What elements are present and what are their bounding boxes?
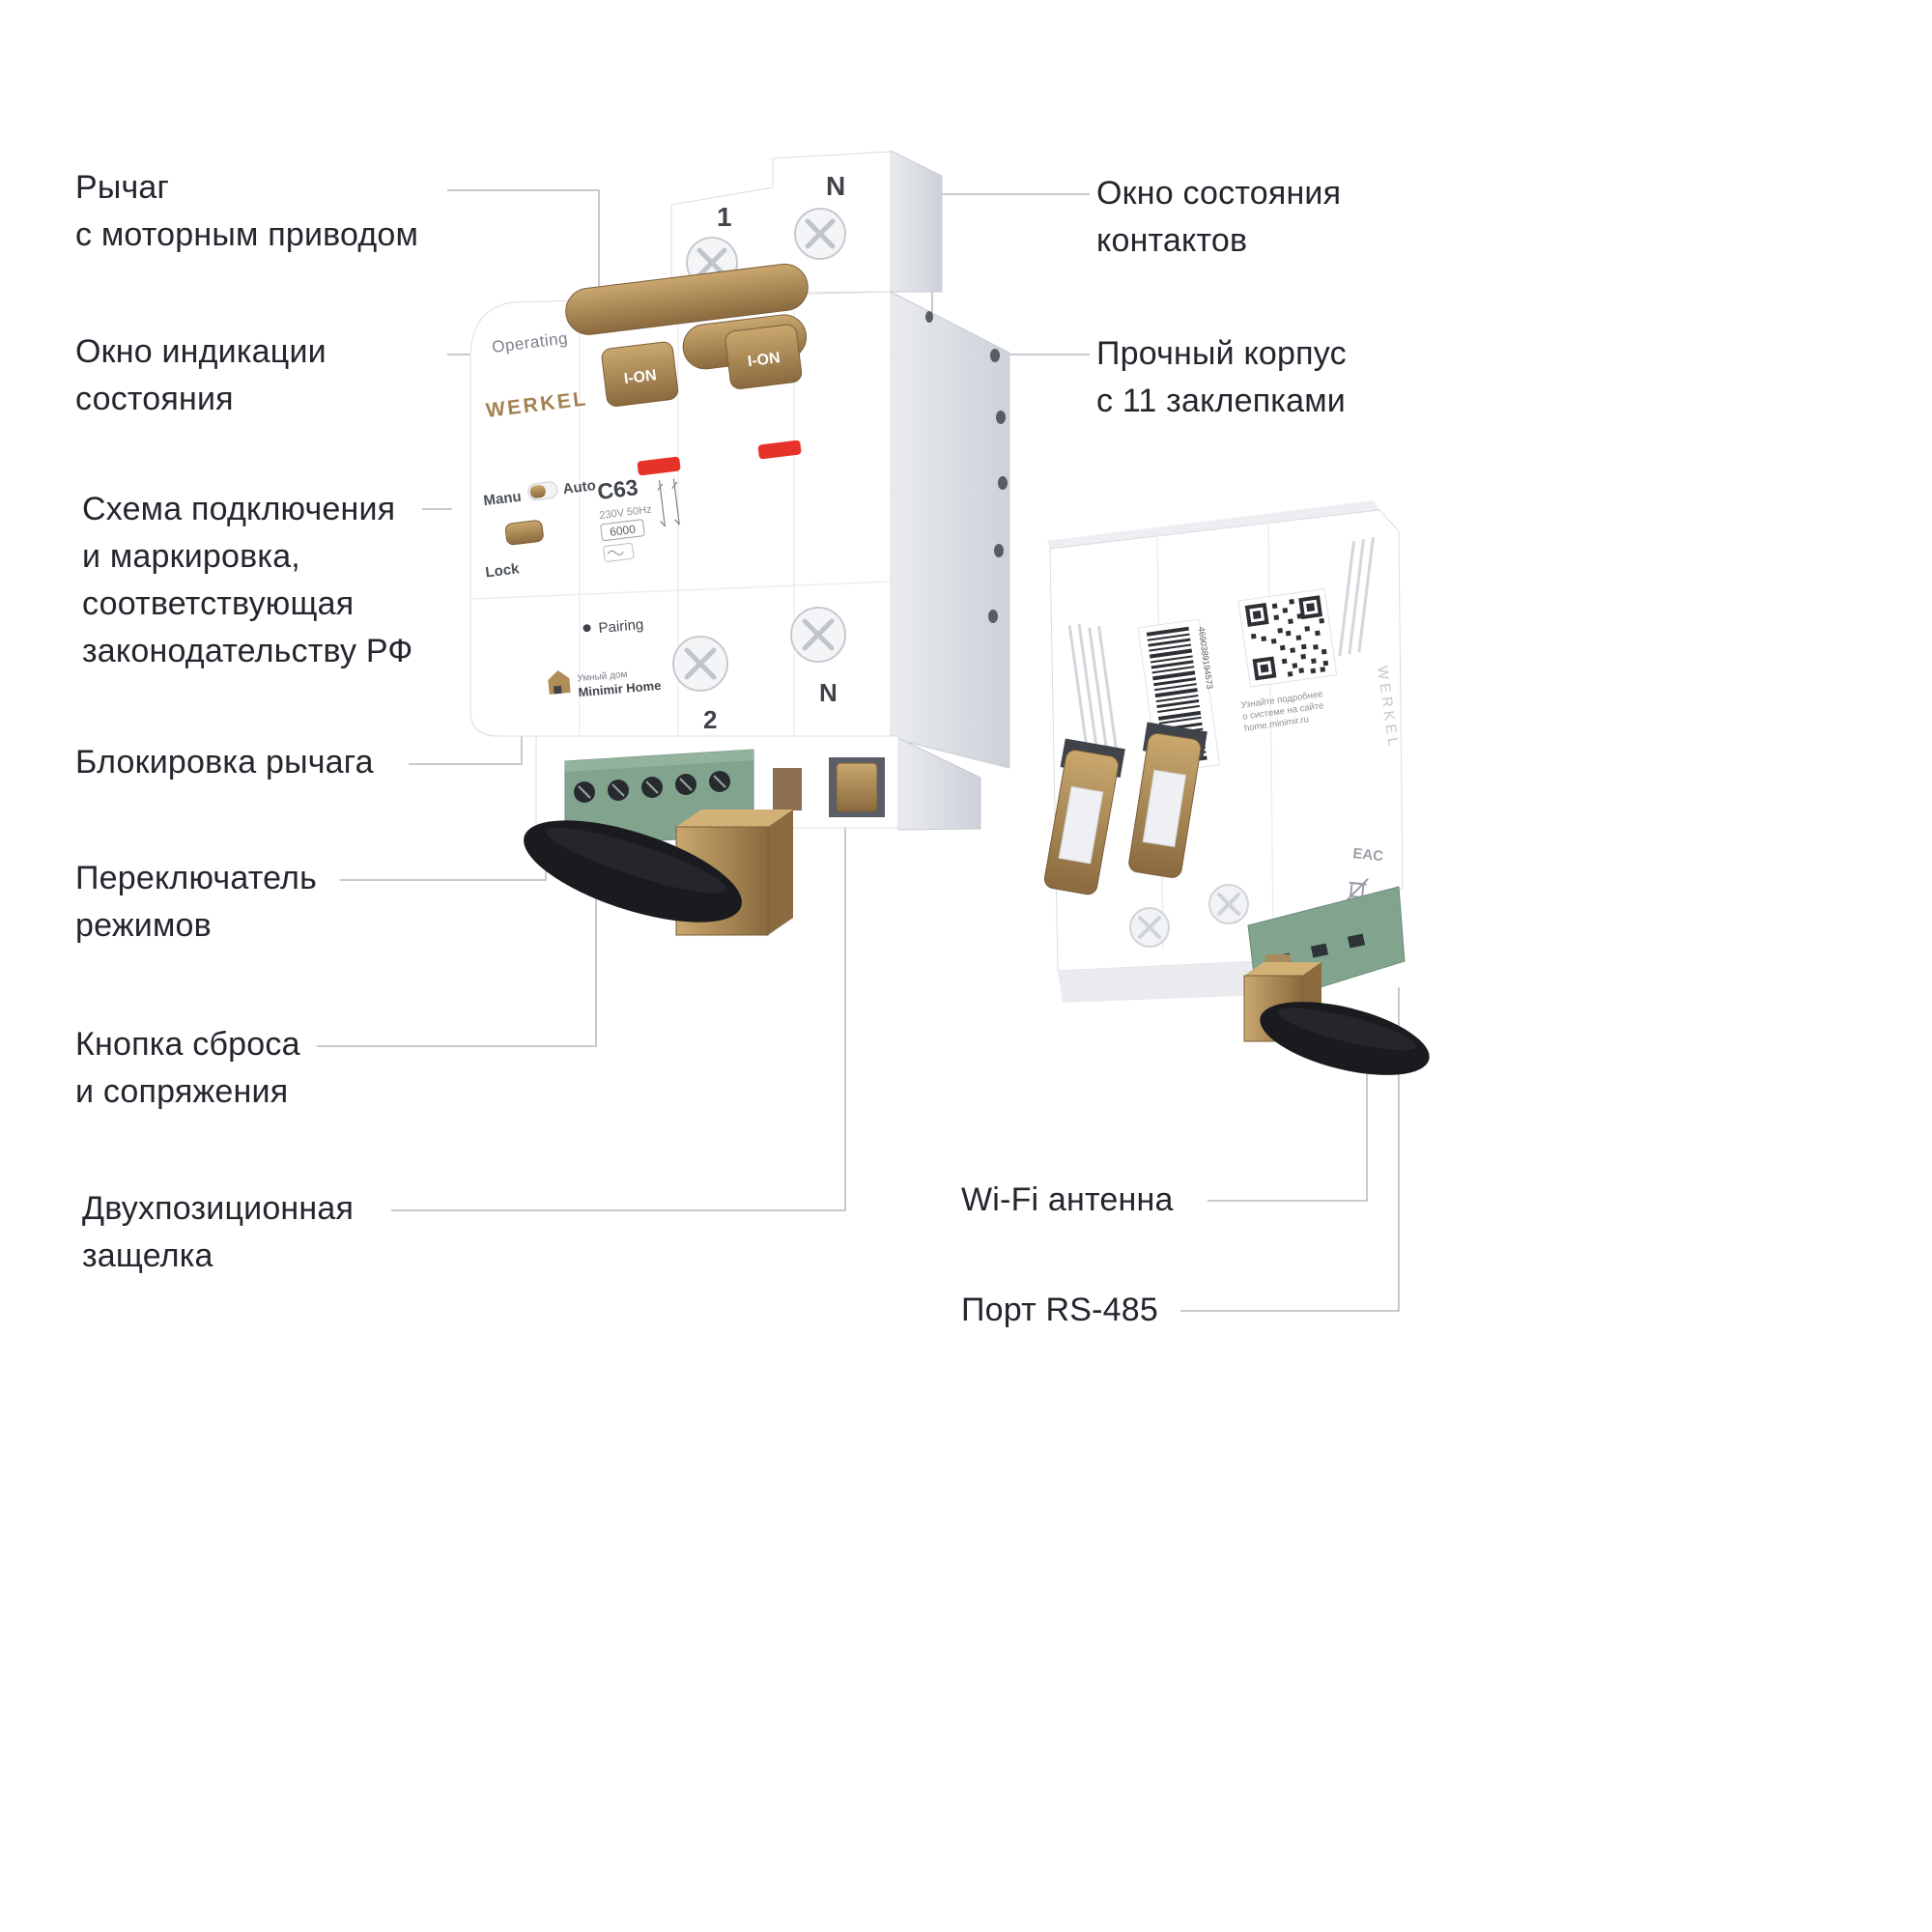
label-contact-window: Окно состояния контактов	[1096, 170, 1341, 265]
i-on-label-2: I-ON	[747, 350, 781, 370]
fine-print-left	[1067, 623, 1120, 770]
label-line: режимов	[75, 907, 212, 944]
din-clip-2	[1128, 722, 1208, 878]
label-line: с 11 заклепками	[1096, 383, 1346, 419]
bottom-screw-2	[1208, 884, 1249, 924]
label-line: Схема подключения	[82, 491, 396, 527]
label-line: Переключатель	[75, 860, 318, 896]
i-on-label-1: I-ON	[623, 367, 658, 387]
red-indicator-window-2	[757, 440, 802, 460]
housing-bottom-face	[1058, 961, 1265, 1003]
label-line: Кнопка сброса	[75, 1026, 300, 1063]
i-on-lever-1: I-ON	[601, 341, 679, 407]
label-line: защелка	[82, 1237, 213, 1274]
wifi-antenna	[1260, 1002, 1430, 1075]
terminal-screw-bottom-n	[790, 607, 846, 663]
red-indicator-window-1	[637, 456, 681, 476]
label-line: Блокировка рычага	[75, 744, 374, 781]
label-rugged-housing: Прочный корпус с 11 заклепками	[1096, 330, 1347, 425]
label-two-position-latch: Двухпозиционная защелка	[82, 1185, 354, 1280]
poleN-bottom-label: N	[819, 678, 838, 707]
din-clip-1	[1043, 738, 1125, 895]
minimir-home-logo: Умный дом Minimir Home	[548, 669, 662, 699]
terminal-screw-bottom-2	[672, 636, 728, 692]
mode-auto-label: Auto	[562, 477, 597, 497]
qr-code	[1237, 587, 1338, 688]
pairing-button: Pairing	[582, 616, 644, 637]
i-on-lever-2: I-ON	[724, 324, 803, 389]
breaker-front-view: 1 N	[469, 150, 1010, 936]
label-line: Прочный корпус	[1096, 335, 1347, 372]
label-mode-switch: Переключатель режимов	[75, 855, 317, 950]
label-line: соответствующая	[82, 585, 355, 622]
label-wifi-antenna: Wi-Fi антенна	[961, 1177, 1174, 1224]
label-lever-lock: Блокировка рычага	[75, 739, 374, 786]
label-line: законодательству РФ	[82, 633, 413, 669]
breaker-back-view: 4690389194573 Узнайте по	[1043, 500, 1430, 1075]
lock-label: Lock	[485, 560, 521, 581]
label-line: с моторным приводом	[75, 216, 419, 253]
label-line: Порт RS-485	[961, 1292, 1159, 1328]
smart-home-small-label: Умный дом	[577, 669, 628, 685]
terminal-screw-top-n	[794, 208, 846, 260]
smart-home-brand-label: Minimir Home	[578, 678, 662, 699]
lock-slider: Lock	[485, 520, 544, 581]
mode-toggle: Manu Auto	[483, 477, 597, 510]
label-line: и маркировка,	[82, 538, 300, 575]
label-line: и сопряжения	[75, 1073, 289, 1110]
label-reset-button: Кнопка сброса и сопряжения	[75, 1021, 300, 1116]
eac-mark: EAC	[1352, 845, 1384, 865]
pairing-led	[582, 624, 591, 633]
poleN-top-label: N	[826, 171, 845, 201]
fine-print-right	[1338, 536, 1375, 657]
bottom-screw-1	[1129, 907, 1170, 948]
label-rs485-port: Порт RS-485	[961, 1287, 1158, 1334]
mode-manu-label: Manu	[483, 489, 523, 510]
housing-side-face	[890, 150, 1010, 831]
pairing-label: Pairing	[598, 616, 644, 637]
pole2-bottom-label: 2	[703, 705, 717, 734]
label-line: Окно состояния	[1096, 175, 1342, 212]
label-lever-motor: Рычаг с моторным приводом	[75, 164, 418, 259]
label-status-window: Окно индикации состояния	[75, 328, 327, 423]
label-line: контактов	[1096, 222, 1248, 259]
rating-label: C63	[596, 474, 639, 504]
pole1-top-label: 1	[717, 202, 732, 232]
label-line: состояния	[75, 381, 234, 417]
housing-front-face	[469, 291, 892, 737]
two-position-latch	[773, 757, 885, 817]
no-trash-icon	[1347, 877, 1369, 901]
label-line: Wi-Fi антенна	[961, 1181, 1174, 1218]
label-line: Окно индикации	[75, 333, 327, 370]
wiring-diagram	[657, 478, 680, 527]
label-line: Двухпозиционная	[82, 1190, 355, 1227]
label-wiring-diagram: Схема подключения и маркировка, соответс…	[82, 486, 412, 675]
breaking-capacity-label: 6000	[609, 523, 637, 539]
wifi-antenna	[524, 820, 742, 923]
label-line: Рычаг	[75, 169, 170, 206]
housing-top-face	[1047, 500, 1379, 549]
ac-symbol	[607, 550, 624, 555]
